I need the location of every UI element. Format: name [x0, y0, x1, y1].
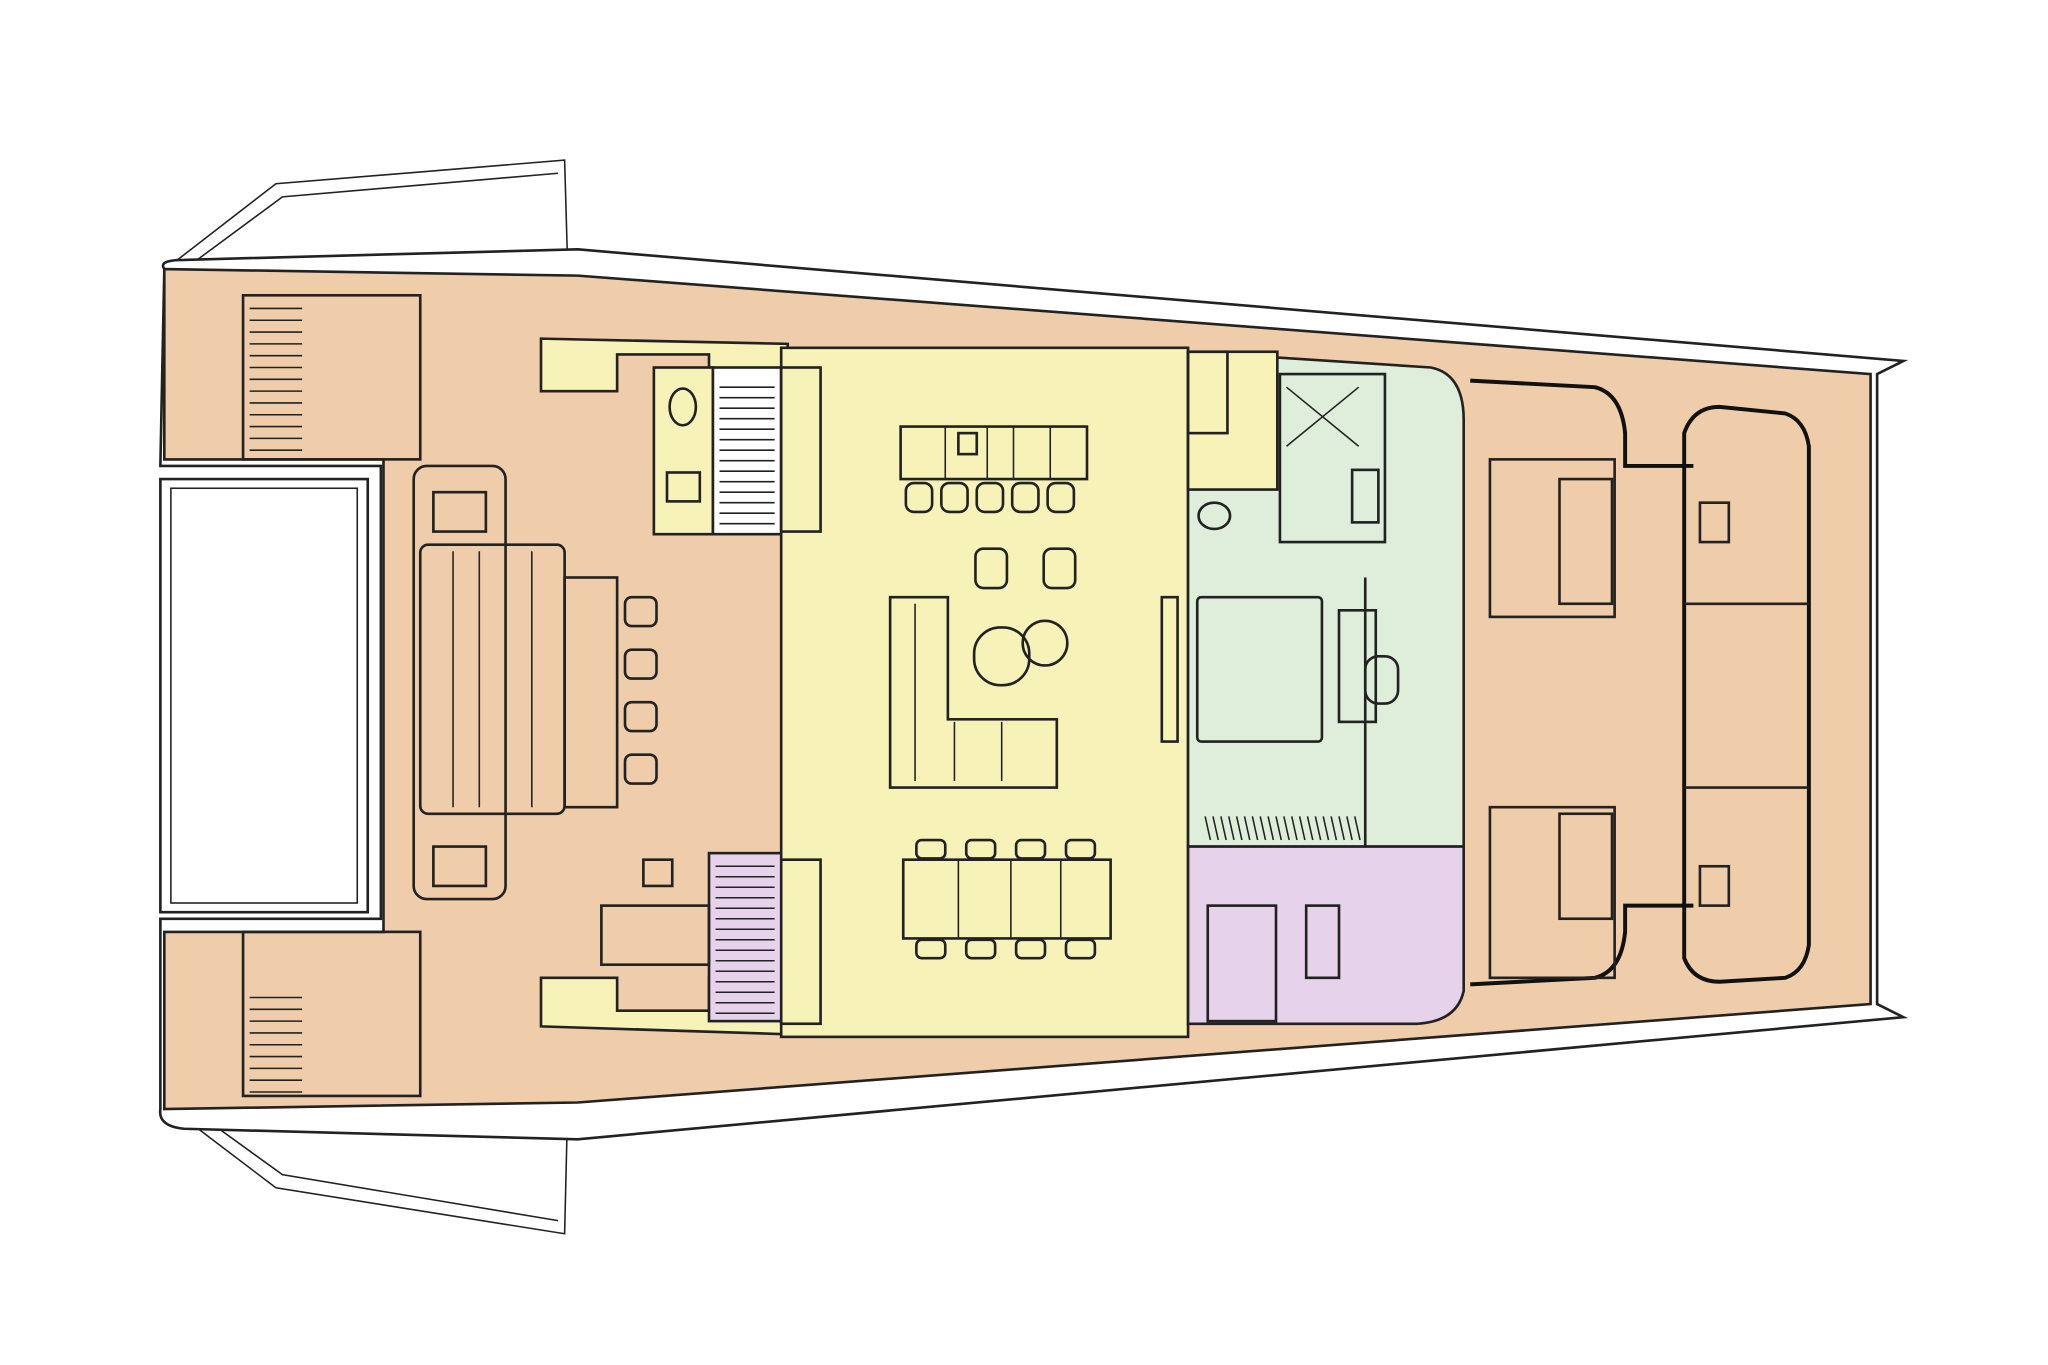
galley-island — [899, 425, 1089, 514]
bar-stool — [940, 481, 969, 514]
bar-stool — [1010, 481, 1040, 514]
wardrobe-hanger — [1330, 816, 1338, 841]
wardrobe-hanger — [1251, 816, 1259, 841]
lounge — [888, 547, 1077, 789]
dining-chair — [1014, 938, 1047, 960]
trampoline — [159, 477, 370, 914]
wardrobe-hanger — [1220, 816, 1227, 841]
dining-chair — [1014, 838, 1047, 860]
dining-chair — [915, 838, 947, 860]
bar-stool — [904, 481, 934, 514]
bar-stool — [1046, 481, 1076, 514]
wardrobe-hanger — [1212, 816, 1220, 841]
wardrobe-hanger — [1227, 816, 1235, 841]
wardrobe-hanger — [1267, 816, 1275, 841]
aft-davit-bottom — [176, 1112, 569, 1235]
dining-chair — [964, 838, 997, 860]
dining-chair — [964, 938, 997, 960]
wardrobe-hanger — [1204, 816, 1212, 841]
wardrobe-hanger — [1259, 816, 1267, 841]
wardrobe-hanger — [1235, 816, 1243, 841]
tv-cabinet — [1160, 595, 1179, 743]
wardrobe-hanger — [1243, 816, 1251, 841]
wardrobe-hanger — [1353, 816, 1361, 841]
dining-chair — [915, 938, 947, 960]
aft-steps-bottom — [241, 930, 422, 1098]
dining-chair — [1064, 838, 1097, 860]
aft-cockpit-seating — [412, 464, 658, 901]
wardrobe-hanger — [1338, 816, 1346, 841]
dining-table — [901, 838, 1112, 960]
wardrobe-hanger — [1275, 816, 1283, 841]
wardrobe-hanger — [1283, 816, 1290, 841]
wardrobe-hanger — [1346, 816, 1353, 841]
day-head — [652, 366, 715, 536]
wardrobe-hanger — [1322, 816, 1330, 841]
bar-stool — [975, 481, 1005, 514]
wardrobe-hanger — [1306, 816, 1314, 841]
foredeck-sunpads — [1470, 378, 1811, 987]
aft-davit-top — [176, 159, 569, 261]
dining-chair — [1064, 938, 1097, 960]
wardrobe-hanger — [1290, 816, 1298, 841]
stair-bottom-left — [707, 851, 783, 1023]
wardrobe-hanger — [1298, 816, 1306, 841]
double-bed — [1195, 595, 1324, 743]
saloon — [779, 346, 1190, 1039]
aft-steps-top — [241, 294, 422, 461]
wardrobe-hanger — [1314, 816, 1322, 841]
utility-cabin — [1186, 845, 1465, 1026]
stair-top-right — [1186, 350, 1279, 491]
